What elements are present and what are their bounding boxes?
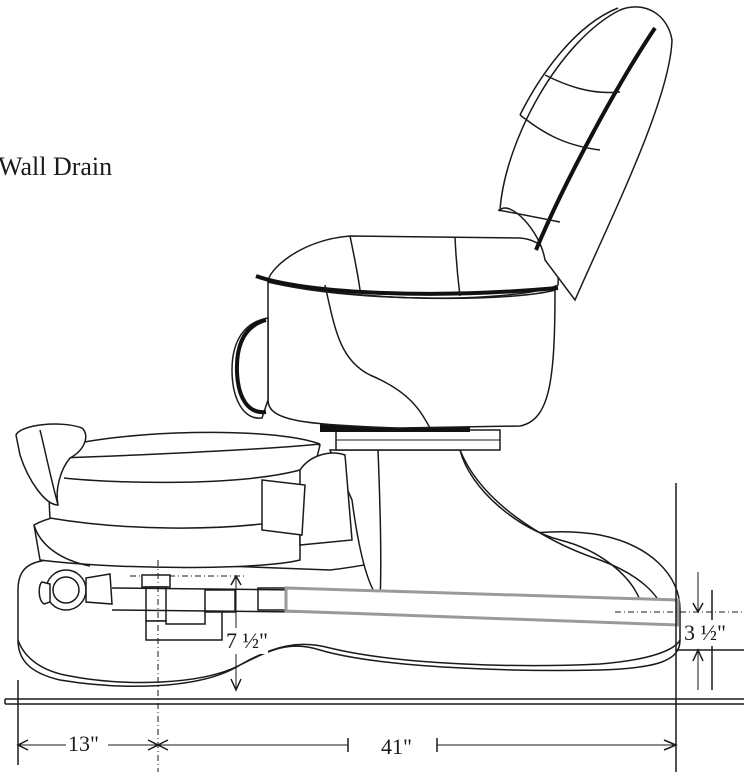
foot-basin (15, 423, 321, 569)
drain-plumbing (111, 574, 301, 641)
drain-height-dimension: 7 ½" (226, 628, 268, 654)
base-length-dimension: 41" (381, 734, 412, 760)
base-front-dimension: 13" (68, 731, 99, 757)
pump-tower (261, 452, 353, 546)
floor-line (4, 698, 744, 705)
seat-side-panel (231, 317, 269, 419)
chair-seat (255, 235, 559, 429)
chair-pedestal (328, 449, 666, 616)
length-dimension-lines (16, 680, 678, 765)
pipe-height-arrows (676, 572, 744, 690)
pipe-height-dimension: 3 ½" (684, 620, 726, 646)
jet-knob (38, 569, 113, 611)
wall-drain-pipe (284, 586, 744, 627)
chair-backrest (497, 6, 673, 302)
diagram-title: Wall Drain (0, 152, 113, 181)
